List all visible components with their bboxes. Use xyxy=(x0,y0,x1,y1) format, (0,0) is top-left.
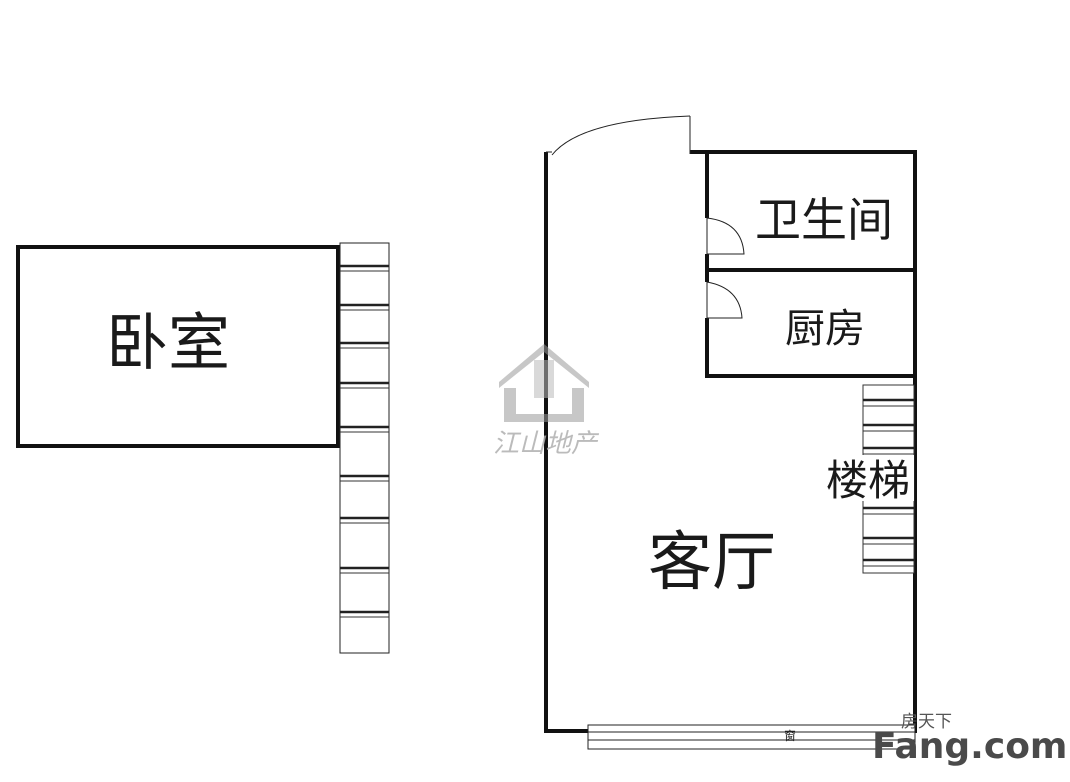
stairs-label-bg xyxy=(826,455,914,501)
entry-door-swing xyxy=(551,115,691,156)
brand-chinese: 房天下 xyxy=(901,712,952,732)
left-stair-strip xyxy=(339,242,390,654)
kitchen-label: 厨房 xyxy=(785,306,865,352)
bedroom-walls xyxy=(16,245,340,448)
window-label: 窗 xyxy=(784,729,796,743)
brand-watermark: 房天下 Fang.com xyxy=(872,712,1067,767)
bedroom-block: 卧室 xyxy=(16,245,340,448)
company-name-watermark: 江山地产 xyxy=(493,429,600,459)
left-stair-outline xyxy=(339,242,390,654)
brand-site: Fang.com xyxy=(872,726,1067,767)
right-stairs: 楼梯 xyxy=(826,384,915,574)
bathroom-door xyxy=(703,217,745,255)
main-unit: 卫生间 厨房 客厅 xyxy=(544,115,917,733)
bathroom-label: 卫生间 xyxy=(755,193,893,247)
left-stair-treads xyxy=(340,264,389,618)
kitchen-door xyxy=(703,281,743,319)
stairs-label: 楼梯 xyxy=(826,456,910,505)
company-watermark: 江山地产 xyxy=(493,344,600,459)
bottom-window: 窗 xyxy=(587,724,916,750)
living-room-label: 客厅 xyxy=(648,526,776,600)
house-logo-icon xyxy=(499,344,589,422)
bedroom-label: 卧室 xyxy=(106,306,230,379)
